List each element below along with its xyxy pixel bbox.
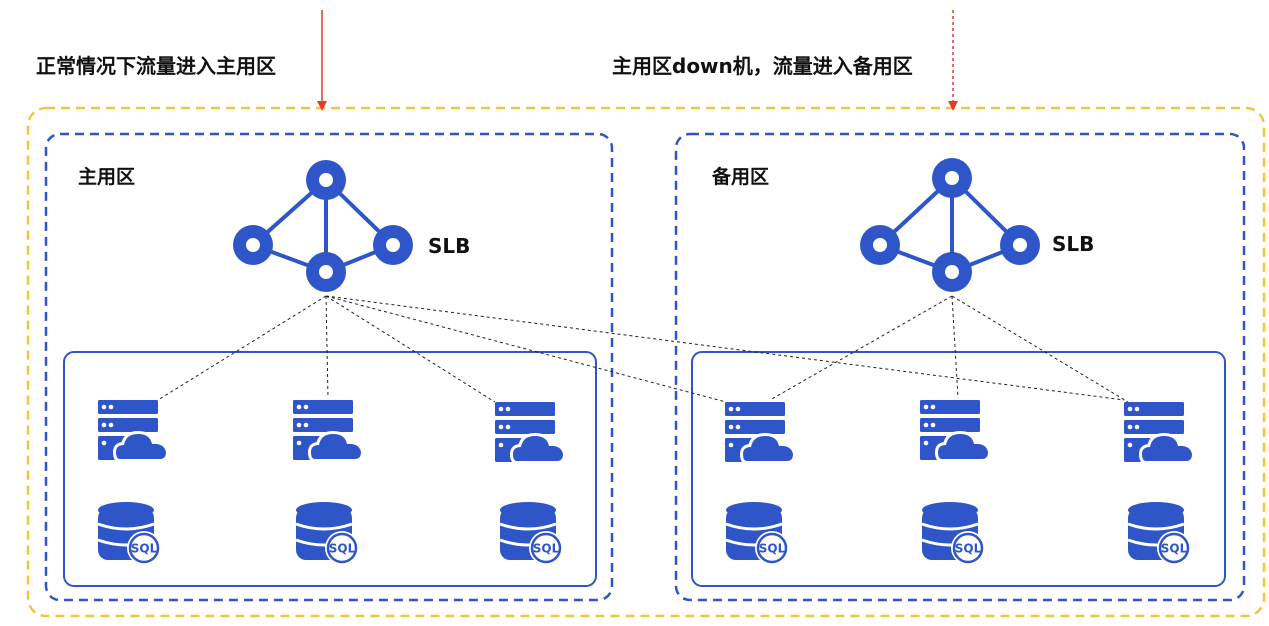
cloud-server-icon [293, 400, 364, 462]
link-backup-slb-server-1 [769, 295, 953, 401]
cloud-server-icon [98, 400, 169, 462]
cloud-server-icon [1124, 402, 1195, 464]
sql-database-icon: SQL [499, 502, 563, 565]
backup-server-group-border [691, 351, 1226, 587]
backup-zone-border [674, 132, 1246, 602]
sql-badge-label: SQL [533, 542, 560, 556]
link-backup-server-1 [325, 295, 727, 403]
primary-server-group-border [63, 351, 597, 587]
sql-badge-label: SQL [131, 542, 158, 556]
primary-zone-title: 主用区 [78, 166, 136, 188]
sql-database-icon: SQL [921, 502, 985, 565]
sql-database-icon: SQL [97, 502, 161, 565]
normal-traffic-caption: 正常情况下流量进入主用区 [36, 54, 276, 78]
backup-zone-title: 备用区 [712, 166, 770, 188]
sql-badge-label: SQL [759, 542, 786, 556]
backup-slb-label: SLB [1052, 232, 1095, 256]
sql-database-icon: SQL [295, 502, 359, 565]
primary-slb-links [157, 295, 1125, 403]
sql-badge-label: SQL [955, 542, 982, 556]
outer-region-border [26, 106, 1266, 618]
link-backup-slb-server-2 [951, 295, 959, 399]
link-backup-server-3 [325, 295, 1125, 401]
network-hub-icon [233, 160, 413, 292]
sql-database-icon: SQL [725, 502, 789, 565]
cloud-server-icon [725, 402, 796, 464]
cloud-server-icon [495, 402, 566, 464]
backup-slb-links [769, 295, 1129, 403]
network-hub-icon [860, 158, 1040, 292]
failover-traffic-caption: 主用区down机，流量进入备用区 [612, 54, 913, 78]
sql-badge-label: SQL [1161, 542, 1188, 556]
link-primary-server-1 [157, 295, 327, 401]
primary-slb-label: SLB [428, 234, 471, 258]
link-primary-server-3 [325, 295, 496, 403]
cloud-server-icon [920, 400, 991, 462]
sql-badge-label: SQL [329, 542, 356, 556]
link-primary-server-2 [325, 295, 329, 399]
link-backup-slb-server-3 [951, 295, 1129, 403]
sql-database-icon: SQL [1127, 502, 1191, 565]
